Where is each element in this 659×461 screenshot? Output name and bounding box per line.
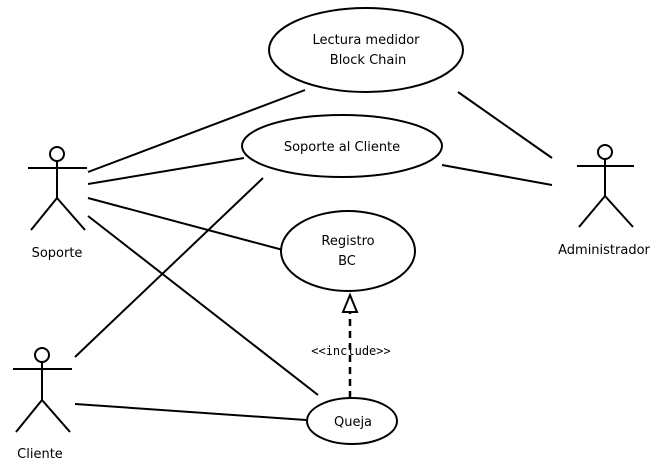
use-case-lectura-ellipse [268,7,464,93]
use-case-soporte-cliente-label: Soporte al Cliente [284,140,400,155]
actor-administrador-stick-figure [577,144,634,228]
include-label: <<include>> [311,344,390,358]
actor-cliente-stick-figure [13,347,72,433]
assoc-soporte-soporte-cliente [87,157,245,185]
assoc-cliente-queja [74,403,307,421]
assoc-soporte-queja [87,215,319,396]
use-case-registro-line1: Registro [321,234,374,249]
associations [74,89,553,421]
use-case-queja: Queja [306,397,398,445]
use-case-soporte-cliente-ellipse [241,114,443,178]
include-arrowhead [341,292,359,313]
assoc-admin-lectura [457,91,553,159]
use-case-lectura: Lectura medidor Block Chain [268,7,464,93]
use-case-lectura-line1: Lectura medidor [312,33,420,48]
actor-administrador-label: Administrador [558,243,650,258]
use-case-registro: Registro BC [280,210,416,292]
include-relationship: <<include>> [311,292,391,398]
use-case-queja-ellipse [306,397,398,445]
actor-administrador: Administrador [558,144,651,258]
use-case-registro-ellipse [280,210,416,292]
actor-soporte-stick-figure [28,146,87,231]
assoc-cliente-soporte-cliente [74,177,264,358]
use-case-queja-label: Queja [334,415,372,430]
actor-soporte: Soporte [28,146,87,261]
actor-soporte-label: Soporte [32,246,83,261]
use-case-registro-line2: BC [338,254,356,269]
assoc-admin-soporte-cliente [441,164,553,186]
assoc-soporte-registro [87,197,284,251]
assoc-soporte-lectura [87,89,306,173]
actor-cliente: Cliente [13,347,72,461]
actor-cliente-label: Cliente [17,447,63,461]
use-case-soporte-cliente: Soporte al Cliente [241,114,443,178]
use-case-lectura-line2: Block Chain [330,53,406,68]
